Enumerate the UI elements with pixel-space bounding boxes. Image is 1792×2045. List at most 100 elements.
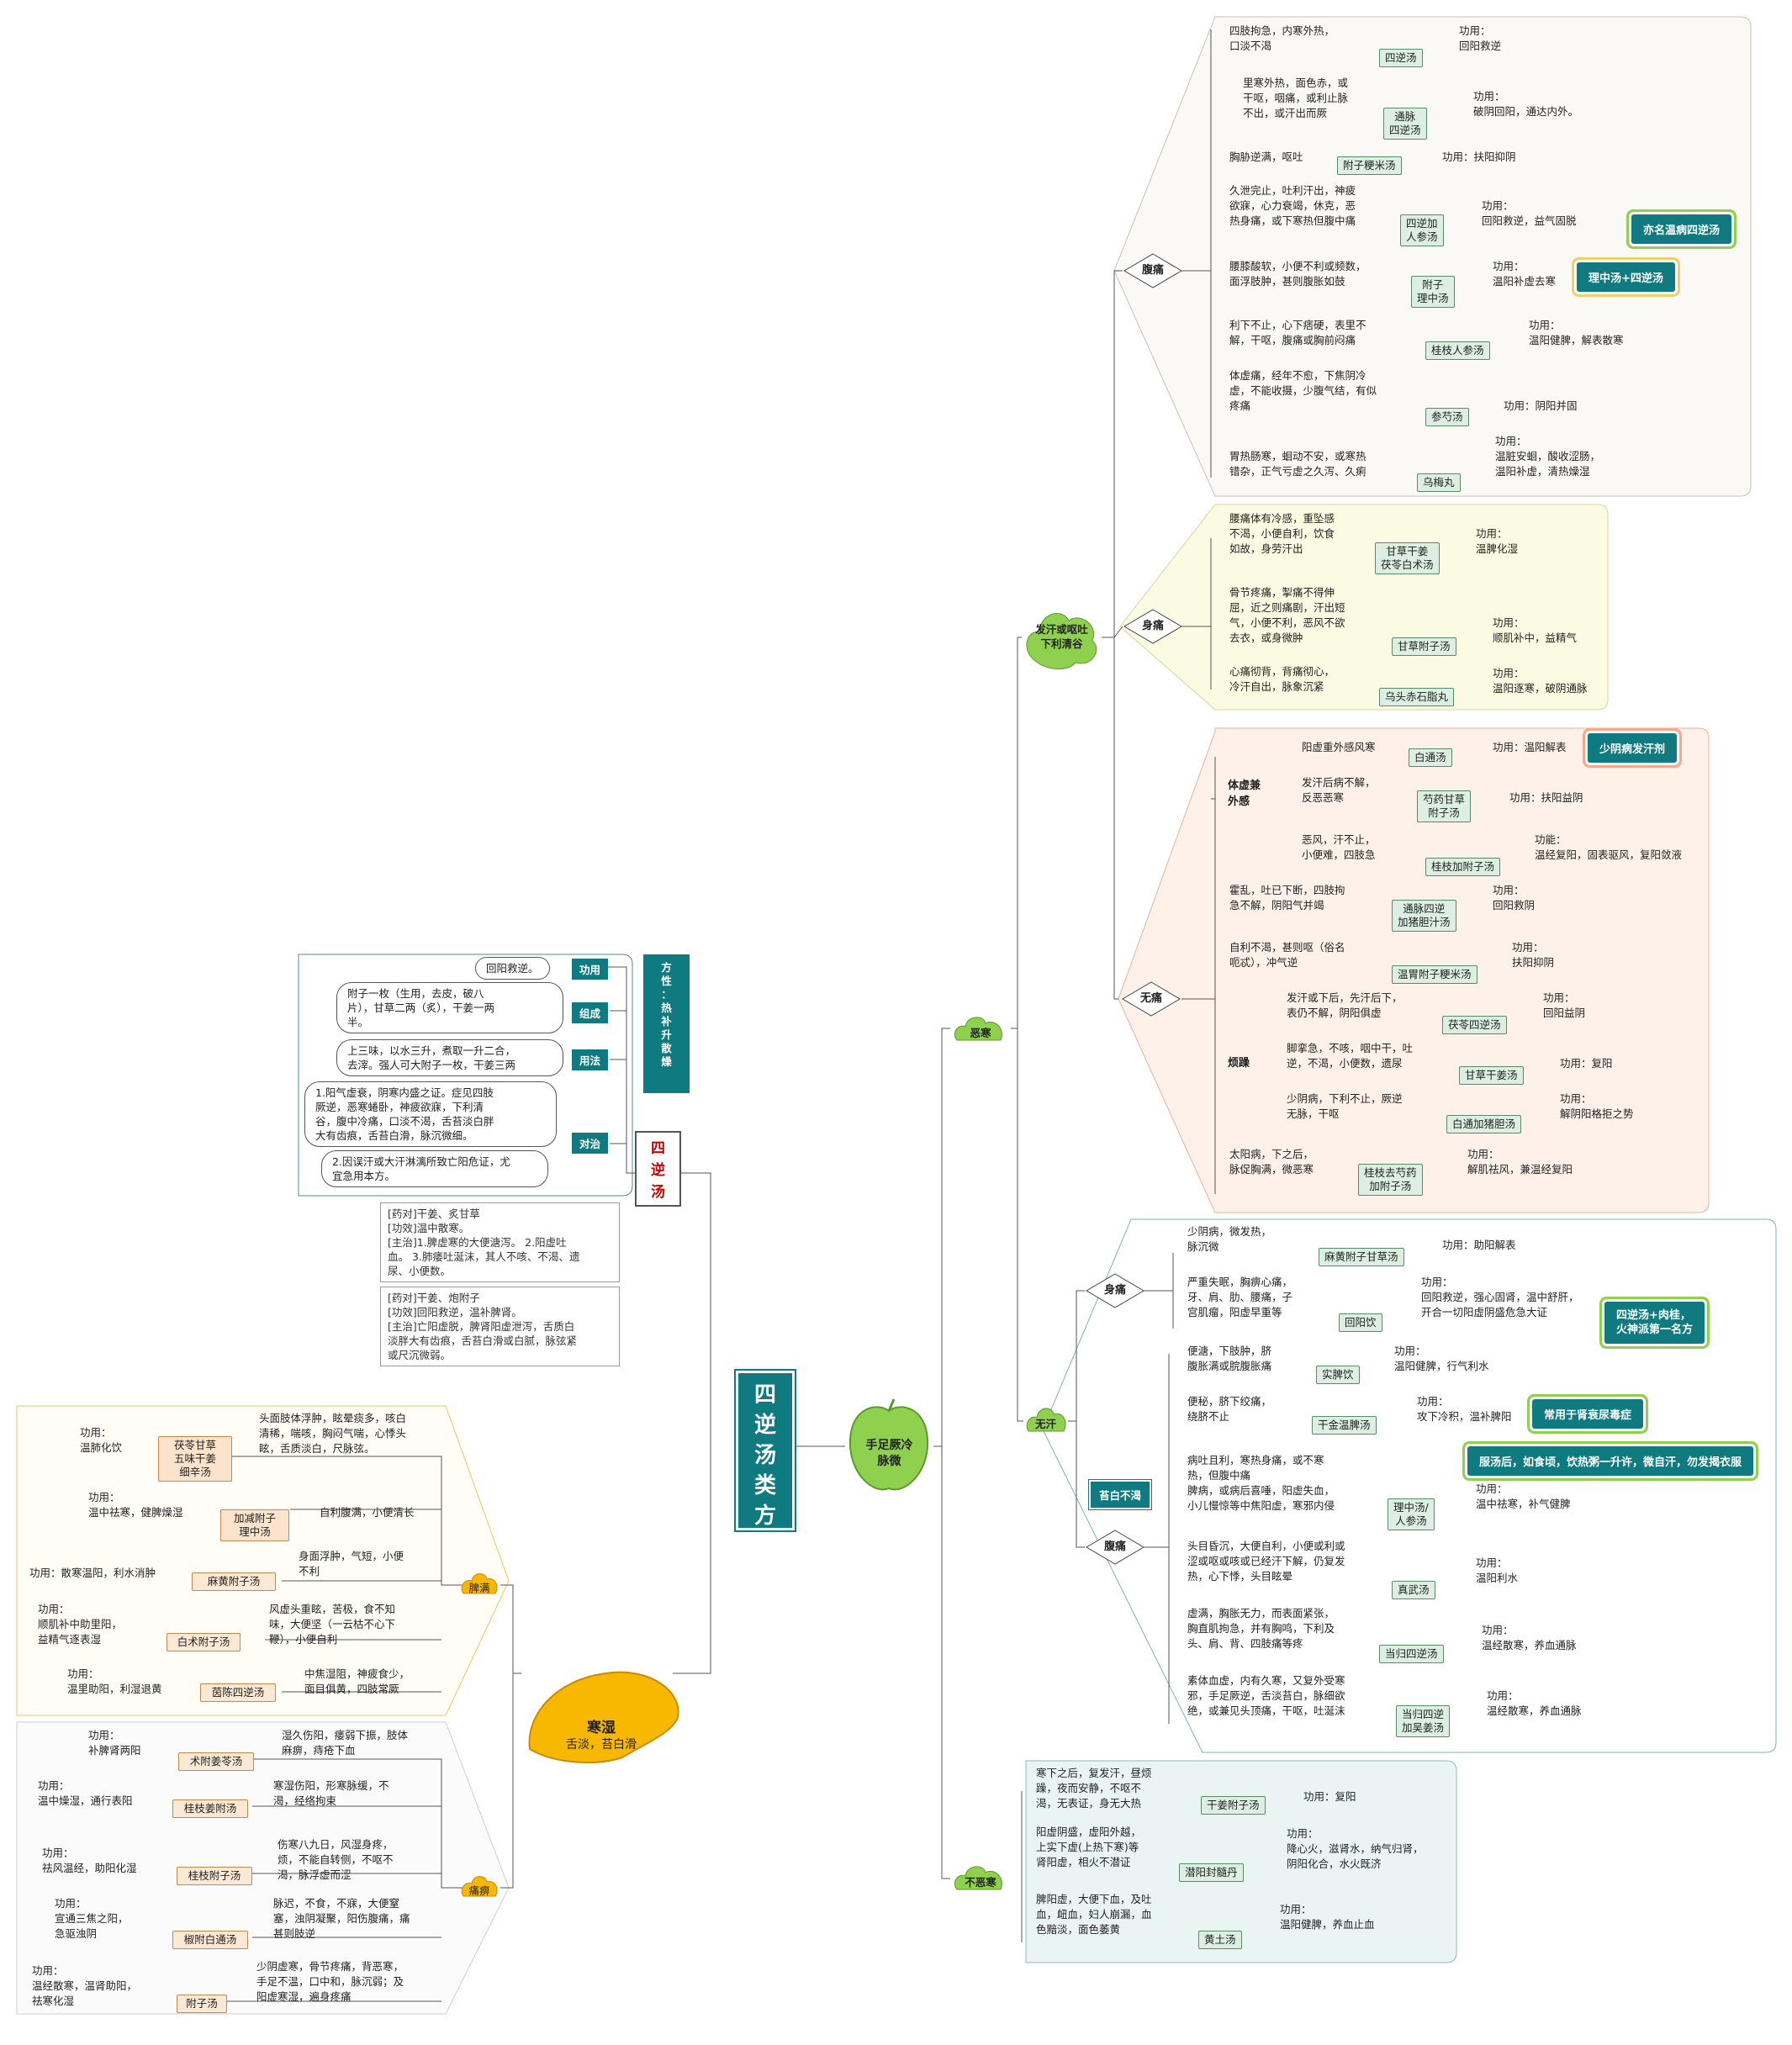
note-1: [药对]干姜、炙甘草 [功效]温中散寒。 [主治]1.脾虚寒的大便溏泻。 2.阳… (380, 1202, 620, 1282)
fk-b-5: 桂枝人参汤 (1425, 341, 1490, 360)
bw-f-0: 功用：复阳 (1303, 1790, 1356, 1803)
ha-b-0: 茯苓甘草 五味干姜 细辛汤 (158, 1436, 232, 1482)
func-label: 功用 (572, 959, 609, 980)
wt-s-1: 发汗后病不解， 反恶恶寒 (1302, 776, 1376, 804)
wt-f-4: 功用： 扶阳抑阴 (1512, 941, 1555, 969)
bw-f-1: 功用： 降心火，滋肾水，纳气归肾， 阴阳化合，水火既济 (1287, 1827, 1424, 1870)
bw-b-0: 干姜附子汤 (1201, 1796, 1266, 1815)
wt-f-6: 功用：复阳 (1560, 1057, 1613, 1070)
center-title: 手足厥冷 脉微 (865, 1439, 913, 1468)
apple-node (848, 1398, 929, 1491)
wt-s-4: 自利不渴，甚则呕（俗名 呃忒），冲气逆 (1229, 941, 1345, 969)
w2f-f-3: 功用： 温阳利水 (1476, 1556, 1519, 1584)
st-s-1: 骨节疼痛，掣痛不得伸 屈，近之则痛剧，汗出短 气，小便不利，恶风不欲 去衣，或身… (1229, 586, 1345, 644)
cloud-nue (461, 1876, 498, 1897)
ha-f-3: 功用： 顺肌补中助里阳， 益精气逐表湿 (38, 1603, 123, 1646)
bw-b-1: 潜阳封髓丹 (1179, 1863, 1244, 1882)
nature-box: 方 性 ： 热 补 升 散 燥 (643, 954, 690, 1093)
cloud-fahan (1026, 613, 1097, 670)
shentong2-node: 身痛 (1085, 1272, 1145, 1309)
ha-f-1: 功用： 温中祛寒，健脾燥湿 (88, 1491, 183, 1519)
func-text: 回阳救逆。 (475, 957, 550, 980)
wt-s-5: 发汗或下后，先汗后下， 表仍不解，阴阳俱虚 (1287, 991, 1403, 1019)
st-f-2: 功用： 温阳逐寒，破阴通脉 (1493, 667, 1588, 695)
nue-label: 痛痹 (468, 1884, 490, 1897)
shentong-node: 身痛 (1123, 608, 1183, 645)
fanzao-label: 烦躁 (1228, 1057, 1250, 1070)
w2f-b-3: 真武汤 (1392, 1581, 1435, 1599)
fk-b-7: 乌梅丸 (1417, 473, 1461, 492)
w2f-s-2: 病吐且利，寒热身痛，或不寒 热，但腹中痛 脾病，或病后喜唾，阳虚失血， 小儿慢惊… (1187, 1454, 1335, 1512)
ha-f-2: 功用：散寒温阳，利水消肿 (29, 1567, 156, 1579)
wt-s-2: 恶风，汗不止， 小便难，四肢急 (1302, 833, 1376, 861)
w2f-s-3: 头目昏沉，大便自利，小便或利或 涩或呕或咳或已经汗下解，仍复发 热，心下悸，头目… (1187, 1540, 1345, 1583)
tag-lizhong: 理中汤+四逆汤 (1577, 262, 1675, 292)
fk-f-0: 功用： 回阳救逆 (1459, 24, 1502, 52)
w2f-b-2: 理中汤/ 人参汤 (1388, 1498, 1435, 1530)
fk-f-4: 功用： 温阳补虚去寒 (1493, 260, 1557, 288)
wt-s-7: 少阴病，下利不止，厥逆 无脉，干呕 (1287, 1092, 1403, 1120)
hanshi-title: 寒湿 (587, 1720, 616, 1736)
bw-b-2: 黄土汤 (1198, 1931, 1242, 1949)
fk-f-6: 功用：阴阳并固 (1504, 399, 1578, 412)
wuhan-label: 恶寒 (970, 1027, 991, 1039)
wuhan2-label: 无汗 (1034, 1418, 1056, 1430)
fk-s-2: 胸胁逆满，呕吐 (1229, 151, 1303, 163)
fahan-label: 发汗或呕吐 下利清谷 (1035, 623, 1088, 650)
st-f-1: 功用： 顺肌补中，益精气 (1493, 616, 1578, 644)
w2f-f-1: 功用： 攻下冷积，温补脾阳 (1417, 1395, 1512, 1423)
fk-f-2: 功用：扶阳抑阴 (1442, 151, 1516, 163)
tag-shenshuai: 常用于肾衰尿毒症 (1532, 1399, 1644, 1429)
w2f-f-0: 功用： 温阳健脾，行气利水 (1394, 1345, 1489, 1372)
bw-s-0: 寒下之后，复发汗，昼烦 躁，夜而安静，不呕不 渴，无表证，身无大热 (1036, 1767, 1152, 1810)
st-b-0: 甘草干姜 茯苓白术汤 (1375, 542, 1440, 574)
fk-b-1: 通脉 四逆汤 (1383, 108, 1427, 140)
pimen-label: 脾满 (468, 1582, 490, 1594)
hb-s-3: 脉迟，不食，不寐，大便窒 塞，浊阴凝聚，阳伤腹痛，痛 甚则肢逆 (273, 1897, 410, 1940)
w2s-f-0: 功用：助阳解表 (1442, 1239, 1516, 1251)
note-2: [药对]干姜、炮附子 [功效]回阳救逆，温补脾肾。 [主治]亡阳虚脱，脾肾阳虚泄… (380, 1287, 620, 1366)
w2f-s-5: 素体血虚，内有久寒，又复外受寒 邪，手足厥逆，舌淡苔白，脉细欲 绝，或兼见头顶痛… (1187, 1674, 1345, 1717)
w2s-b-0: 麻黄附子甘草汤 (1319, 1248, 1404, 1266)
ginkgo-node (528, 1671, 679, 1763)
siniwan-node: 四 逆 汤 (635, 1131, 681, 1207)
w2s-s-0: 少阴病，微发热， 脉沉微 (1187, 1225, 1272, 1253)
cloud-wuhan (954, 1017, 1002, 1041)
wt-s-0: 阳虚重外感风寒 (1302, 741, 1376, 753)
wt-s-3: 霍乱，吐已下断，四肢拘 急不解，阴阳气并竭 (1229, 884, 1345, 912)
w2f-b-1: 干金温脾汤 (1312, 1416, 1377, 1435)
comp-text: 附子一枚（生用，去皮，破八 片），甘草二两（炙），干姜一两 半。 (336, 982, 563, 1033)
fk-b-0: 四逆汤 (1379, 49, 1423, 67)
wutong-node: 无痛 (1121, 980, 1181, 1017)
buwuhan-label: 不恶寒 (965, 1876, 996, 1889)
w2f-b-0: 实脾饮 (1316, 1366, 1360, 1384)
fk-s-5: 利下不止，心下痞硬，表里不 解，干呕，腹痛或胸前闷痛 (1229, 319, 1366, 346)
fk-b-6: 参芍汤 (1425, 408, 1469, 426)
ha-b-2: 麻黄附子汤 (192, 1572, 276, 1591)
zhu-label: 对治 (572, 1133, 609, 1154)
fk-s-7: 胃热肠寒，蛔动不安，或寒热 错杂，正气亏虚之久泻、久痢 (1229, 450, 1366, 478)
zhu-text-1: 1.阳气虚衰，阴寒内盛之证。症见四肢 厥逆，恶寒蜷卧，神疲欲寐，下利清 谷，腹中… (304, 1081, 557, 1147)
ha-b-4: 茵陈四逆汤 (200, 1683, 276, 1702)
w2s-b-1: 回阳饮 (1339, 1313, 1382, 1332)
fuku2-node: 腹痛 (1085, 1529, 1145, 1566)
cloud-pimen (461, 1573, 498, 1594)
w2f-s-0: 便溏，下肢肿，脐 腹胀满或脘腹胀痛 (1187, 1345, 1272, 1372)
hb-s-1: 寒湿伤阳，形寒脉缓，不 渴，经络拘束 (273, 1779, 389, 1807)
wt-s-6: 脚挛急，不咳，咽中干，吐 逆，不渴，小便数，遗尿 (1287, 1042, 1414, 1070)
bw-f-2: 功用： 温阳健脾，养血止血 (1280, 1903, 1375, 1931)
ha-b-3: 白术附子汤 (167, 1633, 241, 1651)
comp-label: 组成 (572, 1002, 609, 1023)
hanshi-sub: 舌淡，苔白滑 (566, 1738, 637, 1752)
hb-f-1: 功用： 温中燥湿，通行表阳 (38, 1779, 133, 1807)
wt-f-1: 功用：扶阳益阴 (1509, 791, 1583, 804)
w2f-s-1: 便秘，脐下绞痛， 绕脐不止 (1187, 1395, 1272, 1423)
w2f-s-4: 虚满，胸胀无力，而表面紧张， 胸直肌拘急，并有胸鸣，下利及 头、肩、背、四肢痛等… (1187, 1607, 1335, 1650)
use-text: 上三味，以水三升，煮取一升二合， 去滓。强人可大附子一枚，干姜三两 (336, 1039, 563, 1076)
use-label: 用法 (572, 1049, 609, 1070)
wt-f-2: 功能： 温经复阳，固表驱风，复阳敛液 (1535, 833, 1683, 861)
fk-f-1: 功用： 破阴回阳，通达内外。 (1473, 90, 1579, 118)
fk-b-4: 附子 理中汤 (1411, 276, 1455, 308)
bw-s-2: 脾阳虚，大便下血，及吐 血，衄血，妇人崩漏，血 色黯淡，面色萎黄 (1036, 1893, 1152, 1936)
